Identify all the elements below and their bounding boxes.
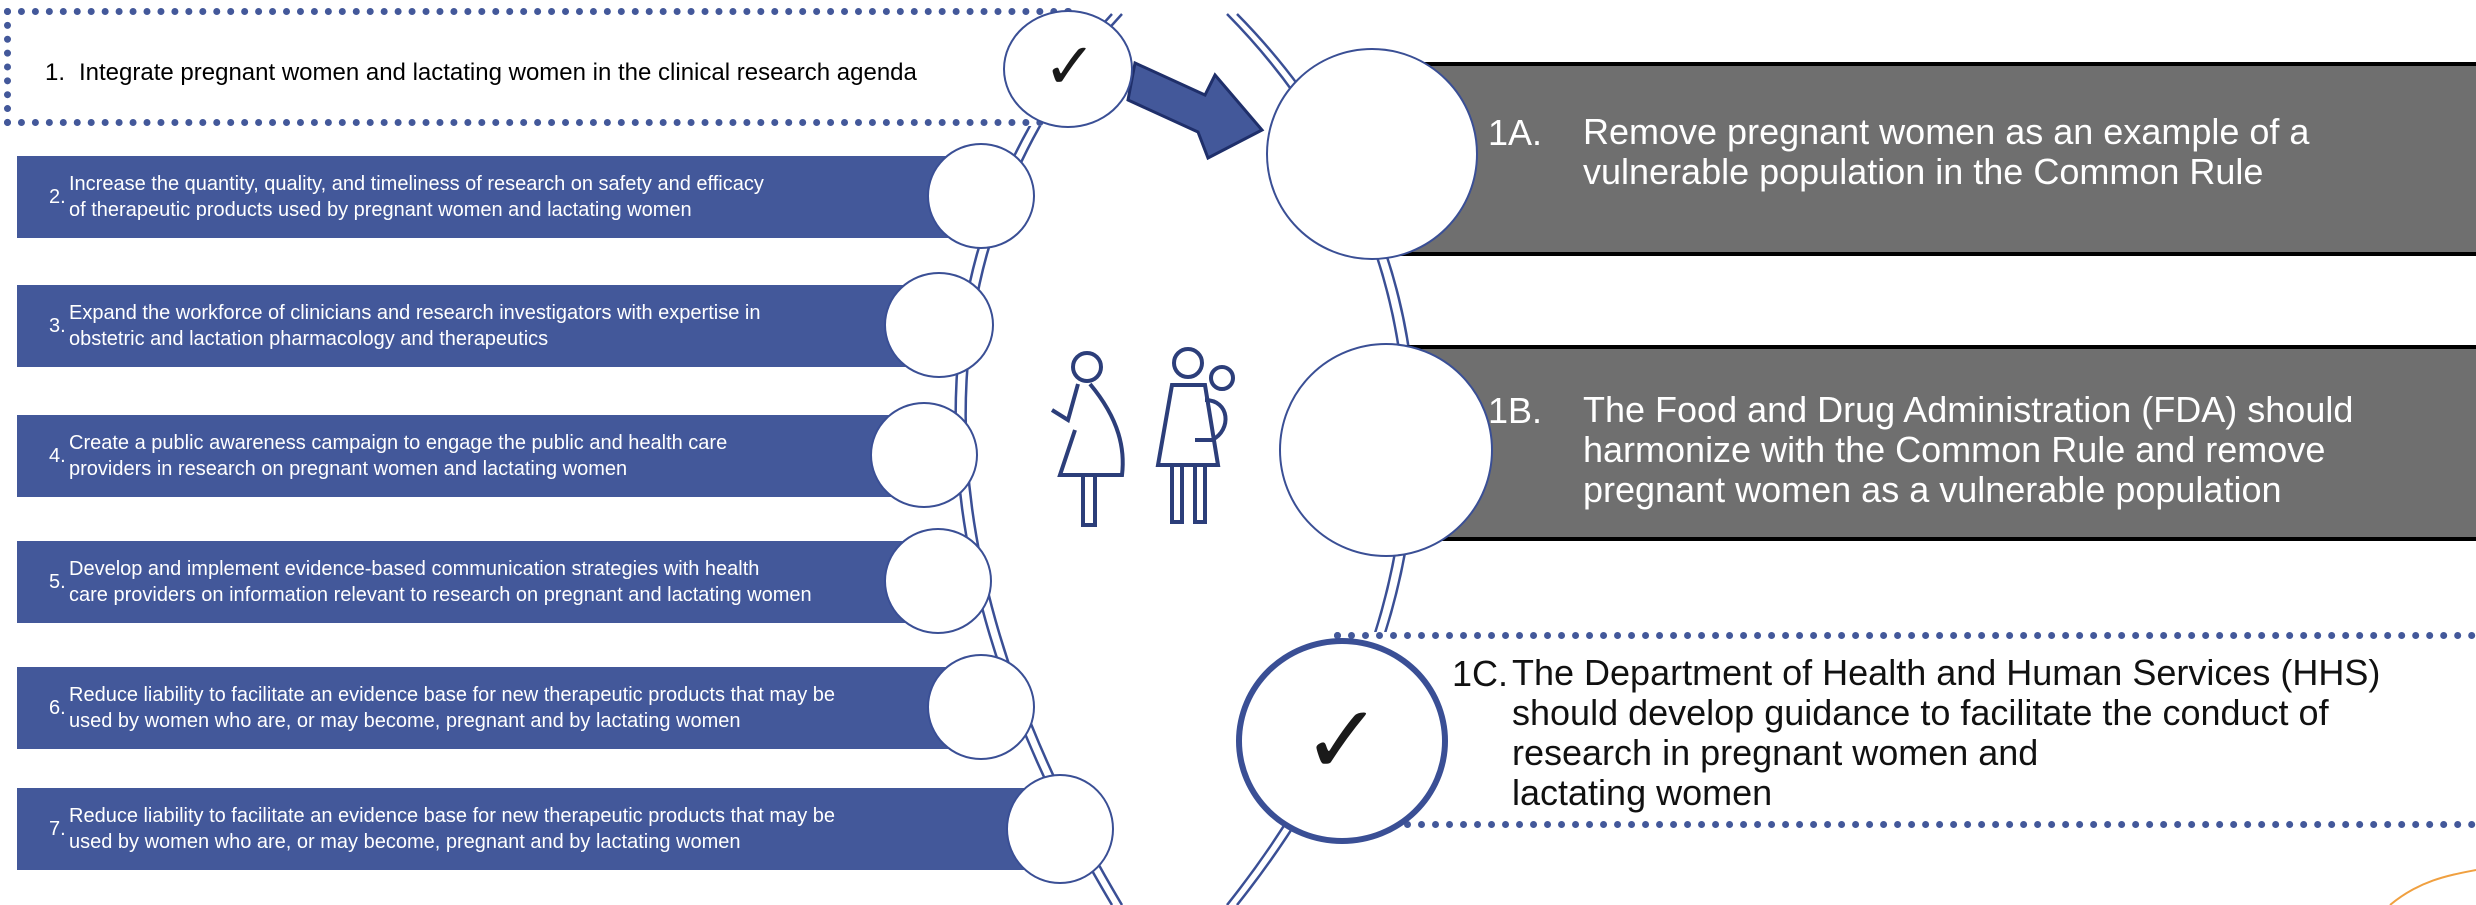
- item-1c-line3: research in pregnant women and: [1512, 732, 2039, 773]
- pregnant-woman-icon: [1050, 351, 1125, 527]
- item-1c-text: The Department of Health and Human Servi…: [1512, 653, 2380, 813]
- item-6-num: 6.: [49, 697, 66, 719]
- item-3-box: 3. Expand the workforce of clinicians an…: [17, 285, 907, 367]
- item-5-box: 5. Develop and implement evidence-based …: [17, 541, 922, 623]
- item-1c-label: 1C.: [1452, 653, 1509, 694]
- item-4-box: 4. Create a public awareness campaign to…: [17, 415, 892, 497]
- item-5-num: 5.: [49, 571, 66, 593]
- item-1b-circle: [1279, 343, 1493, 557]
- item-1b-box: [1393, 345, 2476, 541]
- item-1a-line2: vulnerable population in the Common Rule: [1583, 151, 2264, 192]
- item-7-line2: used by women who are, or may become, pr…: [69, 831, 741, 853]
- item-7-circle: [1006, 774, 1114, 884]
- item-6-box: 6. Reduce liability to facilitate an evi…: [17, 667, 964, 749]
- item-1c-line2: should develop guidance to facilitate th…: [1512, 692, 2329, 733]
- accent-arc: [2389, 869, 2476, 905]
- item-1c-check-icon: ✓: [1302, 684, 1383, 796]
- item-2-num: 2.: [49, 186, 66, 208]
- item-5-line2: care providers on information relevant t…: [69, 584, 812, 606]
- item-4-circle: [870, 402, 978, 508]
- item-7-line1: Reduce liability to facilitate an eviden…: [69, 805, 835, 827]
- item-1b-text: The Food and Drug Administration (FDA) s…: [1583, 390, 2353, 510]
- item-4-line1: Create a public awareness campaign to en…: [69, 432, 728, 454]
- item-1b-label: 1B.: [1488, 390, 1543, 431]
- item-1-num: 1.: [45, 59, 66, 86]
- item-6-line1: Reduce liability to facilitate an eviden…: [69, 684, 835, 706]
- item-7-num: 7.: [49, 818, 66, 840]
- item-1a-circle: [1266, 48, 1478, 260]
- item-1a-box: [1393, 62, 2476, 256]
- item-1-text: Integrate pregnant women and lactating w…: [79, 59, 917, 86]
- item-2-box: 2. Increase the quantity, quality, and t…: [17, 156, 964, 238]
- item-1a-text: Remove pregnant women as an example of a…: [1583, 112, 2309, 192]
- item-1c-circle: ✓: [1236, 638, 1448, 844]
- item-2-line2: of therapeutic products used by pregnant…: [69, 199, 692, 221]
- item-5-line1: Develop and implement evidence-based com…: [69, 558, 760, 580]
- item-1b-line1: The Food and Drug Administration (FDA) s…: [1583, 389, 2354, 430]
- item-3-line1: Expand the workforce of clinicians and r…: [69, 302, 761, 324]
- item-5-circle: [884, 528, 992, 634]
- item-1b-line3: pregnant women as a vulnerable populatio…: [1583, 469, 2282, 510]
- item-1a-line1: Remove pregnant women as an example of a: [1583, 111, 2310, 152]
- item-1c-line1: The Department of Health and Human Servi…: [1512, 652, 2381, 693]
- item-3-num: 3.: [49, 315, 66, 337]
- item-3-circle: [884, 272, 994, 378]
- item-6-circle: [927, 654, 1035, 760]
- item-2-circle: [927, 143, 1035, 249]
- item-1-check-icon: ✓: [1043, 30, 1097, 104]
- item-1c-line4: lactating women: [1512, 772, 1773, 813]
- arrow-icon: [1126, 60, 1265, 161]
- item-6-line2: used by women who are, or may become, pr…: [69, 710, 741, 732]
- item-1-box: 1. Integrate pregnant women and lactatin…: [4, 8, 1072, 126]
- item-1c-box: [1334, 632, 2476, 828]
- item-3-line2: obstetric and lactation pharmacology and…: [69, 328, 549, 350]
- mother-with-baby-icon: [1155, 347, 1235, 524]
- item-1-circle: ✓: [1003, 10, 1133, 128]
- item-4-num: 4.: [49, 445, 66, 467]
- item-4-line2: providers in research on pregnant women …: [69, 458, 628, 480]
- item-2-line1: Increase the quantity, quality, and time…: [69, 173, 764, 195]
- item-1a-label: 1A.: [1488, 112, 1543, 153]
- item-7-box: 7. Reduce liability to facilitate an evi…: [17, 788, 1047, 870]
- item-1b-line2: harmonize with the Common Rule and remov…: [1583, 429, 2326, 470]
